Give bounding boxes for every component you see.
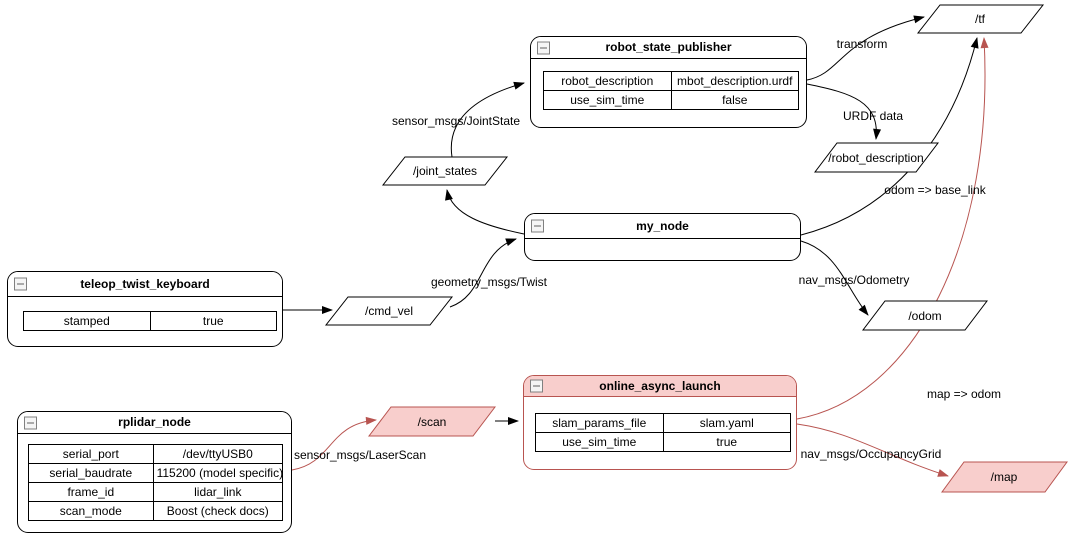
param-table: stamped true <box>23 311 277 331</box>
node-title: teleop_twist_keyboard <box>80 277 210 291</box>
param-value: slam.yaml <box>662 413 791 433</box>
table-row: serial_port /dev/ttyUSB0 <box>28 444 284 464</box>
collapse-icon[interactable] <box>537 41 550 54</box>
collapse-icon[interactable] <box>530 379 543 393</box>
edge-joint-states-to-rsp <box>450 81 525 158</box>
topic-cmd-vel[interactable] <box>324 296 454 326</box>
param-value: /dev/ttyUSB0 <box>152 444 284 464</box>
table-row: slam_params_file slam.yaml <box>535 413 791 433</box>
topic-joint-states[interactable] <box>381 156 509 186</box>
param-key: scan_mode <box>28 501 154 521</box>
param-table: serial_port /dev/ttyUSB0 serial_baudrate… <box>28 444 284 521</box>
topic-scan[interactable] <box>367 406 497 437</box>
param-key: serial_baudrate <box>28 463 154 483</box>
topic-scan-label: /scan <box>418 415 447 429</box>
node-title-bar: robot_state_publisher <box>531 37 806 59</box>
node-title: rplidar_node <box>118 415 191 429</box>
edge-my-node-to-joint-states <box>445 189 525 235</box>
param-key: slam_params_file <box>535 413 664 433</box>
param-key: frame_id <box>28 482 154 502</box>
param-value: 115200 (model specific) <box>152 463 284 483</box>
param-value: true <box>149 311 277 331</box>
edge-online-async-to-tf <box>796 37 989 420</box>
param-key: serial_port <box>28 444 154 464</box>
node-title-bar: my_node <box>525 214 800 239</box>
edge-label-urdf-data: URDF data <box>843 109 903 123</box>
edge-label-transform: transform <box>837 37 888 51</box>
topic-robot-description[interactable] <box>813 142 940 173</box>
edge-label-twist: geometry_msgs/Twist <box>431 275 548 289</box>
topic-joint-states-label: /joint_states <box>413 164 477 178</box>
topic-odom[interactable] <box>861 300 989 331</box>
node-title-bar: teleop_twist_keyboard <box>8 272 282 297</box>
param-value: false <box>670 90 799 110</box>
topic-tf-label: /tf <box>975 12 986 26</box>
edge-label-laser-scan: sensor_msgs/LaserScan <box>294 448 426 462</box>
node-rplidar-node[interactable]: rplidar_node serial_port /dev/ttyUSB0 se… <box>17 411 292 533</box>
param-table: robot_description mbot_description.urdf … <box>543 71 799 110</box>
topic-tf[interactable] <box>916 4 1045 34</box>
table-row: stamped true <box>23 311 277 331</box>
collapse-icon[interactable] <box>24 416 37 429</box>
topic-odom-label: /odom <box>908 309 941 323</box>
edge-rsp-to-tf <box>806 15 925 81</box>
node-teleop-twist-keyboard[interactable]: teleop_twist_keyboard stamped true <box>7 271 283 347</box>
topic-robot-description-label: /robot_description <box>828 151 923 165</box>
edge-online-async-to-map <box>796 423 949 477</box>
node-online-async-launch[interactable]: online_async_launch slam_params_file sla… <box>523 375 797 470</box>
edge-label-odometry: nav_msgs/Odometry <box>799 273 910 287</box>
edge-rplidar-to-scan <box>291 416 377 471</box>
param-key: stamped <box>23 311 151 331</box>
param-value: true <box>662 432 791 452</box>
param-value: mbot_description.urdf <box>670 71 799 91</box>
edge-label-map-odom: map => odom <box>927 387 1001 401</box>
edge-rsp-to-robot-description <box>806 83 882 140</box>
collapse-icon[interactable] <box>531 219 544 233</box>
node-title-bar: online_async_launch <box>524 376 796 397</box>
edge-my-node-to-tf <box>800 37 979 236</box>
edge-label-odom-base-link: odom => base_link <box>884 183 986 197</box>
table-row: frame_id lidar_link <box>28 482 284 502</box>
node-my-node[interactable]: my_node <box>524 213 801 261</box>
table-row: use_sim_time true <box>535 432 791 452</box>
edge-label-occupancy-grid: nav_msgs/OccupancyGrid <box>801 447 942 461</box>
table-row: use_sim_time false <box>543 90 799 110</box>
table-row: serial_baudrate 115200 (model specific) <box>28 463 284 483</box>
node-title: online_async_launch <box>599 379 721 393</box>
param-value: Boost (check docs) <box>152 501 284 521</box>
edge-my-node-to-odom <box>800 240 869 316</box>
table-row: scan_mode Boost (check docs) <box>28 501 284 521</box>
param-key: use_sim_time <box>535 432 664 452</box>
edge-label-joint-state: sensor_msgs/JointState <box>392 114 520 128</box>
node-title-bar: rplidar_node <box>18 412 291 434</box>
node-robot-state-publisher[interactable]: robot_state_publisher robot_description … <box>530 36 807 128</box>
topic-map-label: /map <box>991 470 1018 484</box>
edge-cmd-vel-to-my-node <box>449 238 517 308</box>
param-value: lidar_link <box>152 482 284 502</box>
topic-map[interactable] <box>941 461 1068 493</box>
param-key: use_sim_time <box>543 90 672 110</box>
topic-cmd-vel-label: /cmd_vel <box>365 304 413 318</box>
node-title: robot_state_publisher <box>605 40 732 54</box>
node-title: my_node <box>636 219 689 233</box>
param-table: slam_params_file slam.yaml use_sim_time … <box>535 413 791 452</box>
param-key: robot_description <box>543 71 672 91</box>
collapse-icon[interactable] <box>14 277 27 291</box>
table-row: robot_description mbot_description.urdf <box>543 71 799 91</box>
